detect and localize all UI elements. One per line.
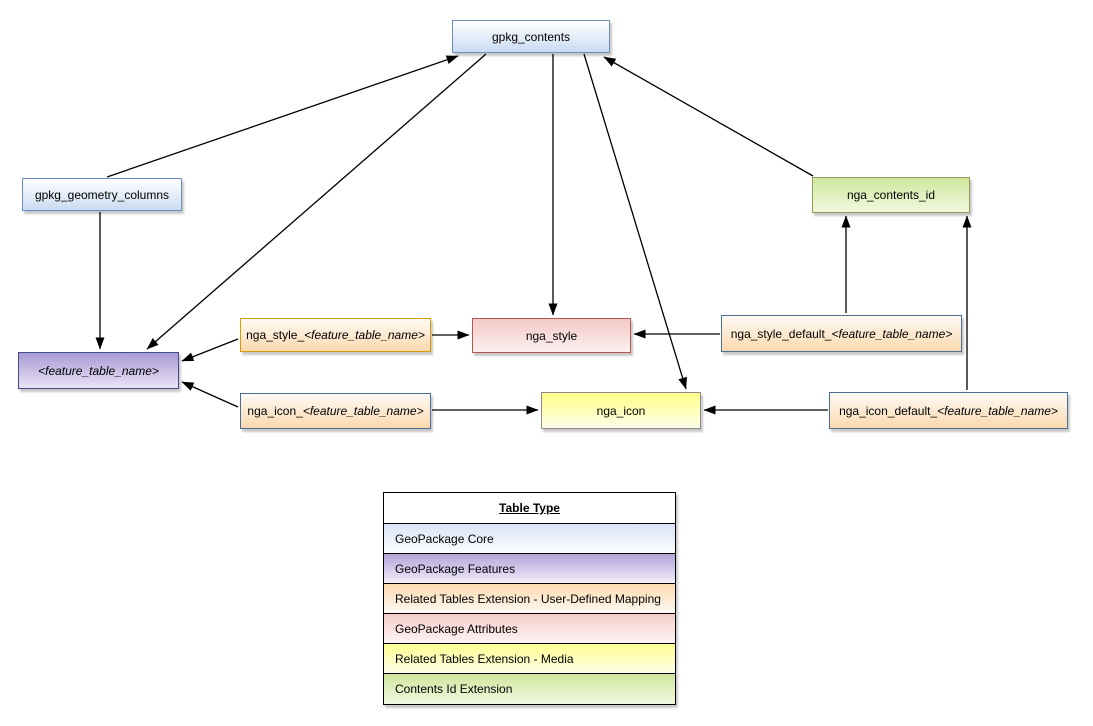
node-gpkg_geometry_columns: gpkg_geometry_columns — [22, 178, 182, 211]
node-label: nga_icon_ — [247, 404, 303, 418]
edge-nga_contents_id--gpkg_contents — [603, 56, 814, 177]
edge-gpkg_contents--feature_table_name — [146, 53, 487, 350]
node-label: gpkg_contents — [491, 29, 571, 44]
node-feature_table_name: <feature_table_name> — [18, 352, 179, 389]
node-label: <feature_table_name> — [304, 328, 425, 342]
node-label: <feature_table_name> — [831, 326, 953, 341]
node-nga_icon: nga_icon — [541, 392, 701, 429]
legend-row-features: GeoPackage Features — [384, 554, 675, 584]
edge-nga_style_feature--feature_table_name — [181, 338, 239, 362]
node-label: <feature_table_name> — [937, 403, 1058, 418]
legend-row-media: Related Tables Extension - Media — [384, 644, 675, 674]
legend-header: Table Type — [384, 493, 675, 524]
legend-row-label: GeoPackage Core — [395, 531, 494, 546]
node-label: nga_icon_default_ — [839, 403, 938, 418]
node-label: <feature_table_name> — [302, 404, 424, 418]
legend-title: Table Type — [499, 501, 560, 515]
node-nga_style_feature: nga_style_<feature_table_name> — [240, 318, 431, 352]
node-label: nga_icon — [596, 403, 646, 418]
node-label: gpkg_geometry_columns — [34, 187, 170, 202]
node-nga_icon_default: nga_icon_default_<feature_table_name> — [829, 392, 1068, 429]
edge-gpkg_geometry_columns--gpkg_contents — [106, 55, 459, 178]
node-label: <feature_table_name> — [38, 363, 159, 378]
node-label: nga_style_ — [246, 328, 305, 342]
node-nga_style: nga_style — [472, 318, 631, 353]
legend-row-label: Related Tables Extension - User-Defined … — [395, 591, 661, 606]
legend-row-label: Contents Id Extension — [395, 682, 513, 696]
legend-row-label: GeoPackage Attributes — [395, 621, 518, 636]
node-label: nga_style — [525, 328, 578, 343]
node-label: nga_style_default_ — [730, 326, 832, 341]
node-nga_style_default: nga_style_default_<feature_table_name> — [721, 315, 962, 352]
node-nga_icon_feature: nga_icon_<feature_table_name> — [240, 393, 431, 429]
node-nga_contents_id: nga_contents_id — [812, 177, 970, 213]
legend-row-label: GeoPackage Features — [395, 561, 516, 576]
node-gpkg_contents: gpkg_contents — [452, 20, 610, 53]
edge-gpkg_contents--nga_icon — [583, 53, 687, 390]
legend-row-attributes: GeoPackage Attributes — [384, 614, 675, 644]
node-label: nga_contents_id — [846, 188, 936, 202]
legend-row-label: Related Tables Extension - Media — [395, 651, 574, 666]
legend-row-mapping: Related Tables Extension - User-Defined … — [384, 584, 675, 614]
edge-nga_icon_feature--feature_table_name — [181, 381, 239, 408]
legend-row-contents_id: Contents Id Extension — [384, 674, 675, 704]
legend-row-core: GeoPackage Core — [384, 524, 675, 554]
